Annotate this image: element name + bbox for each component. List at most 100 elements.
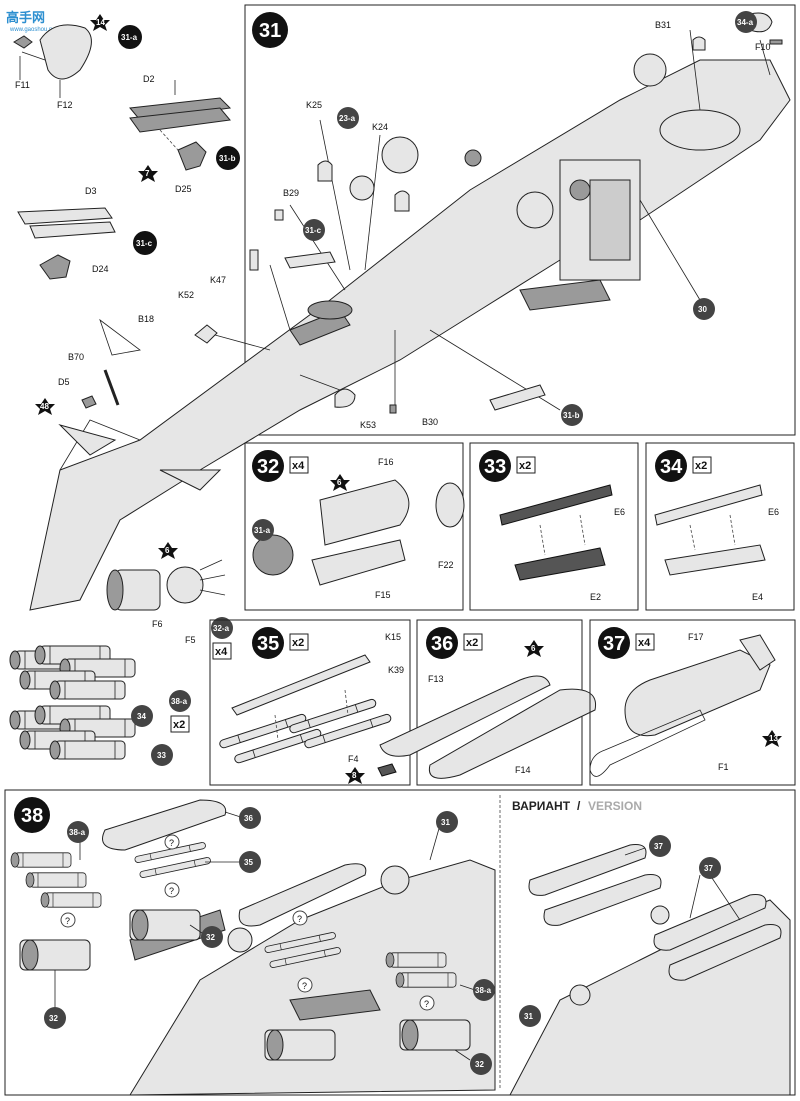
- disc-33-label: 33: [157, 751, 166, 760]
- variant-title-sep: /: [577, 799, 581, 813]
- label-F1: F1: [718, 762, 729, 772]
- label-K39: K39: [388, 665, 404, 675]
- label-K52: K52: [178, 290, 194, 300]
- step-35-multiplier: x2: [292, 637, 304, 649]
- star-6-b: 6: [165, 546, 170, 555]
- step-37-number: 37: [603, 633, 625, 655]
- label-F12: F12: [57, 100, 73, 110]
- step-35-panel: [209, 619, 411, 786]
- label-D24: D24: [92, 264, 109, 274]
- disc-31a: [118, 25, 142, 49]
- disc-31b-label: 31-b: [219, 154, 236, 163]
- step-37-parts: 13: [589, 634, 782, 777]
- label-E2: E2: [590, 592, 601, 602]
- label-K24: K24: [372, 122, 388, 132]
- label-F6: F6: [152, 619, 163, 629]
- qm-3: ?: [65, 916, 70, 926]
- step-37-panel: [589, 619, 796, 786]
- disc-37-2-label: 37: [704, 864, 713, 873]
- step-32-panel: [244, 442, 464, 611]
- sub-assembly-31b: D2 D25 7 31-b: [129, 74, 240, 194]
- label-E4: E4: [752, 592, 763, 602]
- label-F10: F10: [755, 42, 771, 52]
- step-38-number: 38: [21, 805, 43, 827]
- label-D25: D25: [175, 184, 192, 194]
- svg-text:高手网: 高手网: [6, 10, 45, 25]
- step-32-number: 32: [257, 456, 279, 478]
- step-32-multiplier: x4: [292, 460, 305, 472]
- label-E6-b: E6: [768, 507, 779, 517]
- label-D5: D5: [58, 377, 70, 387]
- label-F15: F15: [375, 590, 391, 600]
- disc-32-2-label: 32: [49, 1014, 58, 1023]
- sub-assembly-31a: F11 F12 14 31-a: [13, 14, 142, 110]
- step-37-multiplier: x4: [638, 637, 651, 649]
- label-B18: B18: [138, 314, 154, 324]
- step-33-panel: [469, 442, 639, 611]
- variant-title-en: VERSION: [588, 799, 642, 813]
- disc-34a-label: 34-a: [737, 18, 754, 27]
- step-31-panel: [244, 4, 796, 436]
- label-K53: K53: [360, 420, 376, 430]
- disc-32-3-label: 32: [475, 1060, 484, 1069]
- star-7: 7: [145, 169, 150, 178]
- disc-23a-label: 23-a: [339, 114, 356, 123]
- label-B29: B29: [283, 188, 299, 198]
- disc-30-label: 30: [698, 305, 707, 314]
- disc-32-1-label: 32: [206, 933, 215, 942]
- label-D2: D2: [143, 74, 155, 84]
- step-31-number: 31: [259, 20, 281, 42]
- disc-31c2-label: 31-c: [305, 226, 322, 235]
- disc-31a2-label: 31-a: [254, 526, 271, 535]
- disc-34-label: 34: [137, 712, 146, 721]
- step-35-number: 35: [257, 633, 279, 655]
- label-K25: K25: [306, 100, 322, 110]
- disc-38a-label: 38-a: [171, 697, 188, 706]
- leader-lines-31: [214, 29, 771, 411]
- label-F17: F17: [688, 632, 704, 642]
- star-6-c: 6: [531, 644, 536, 653]
- disc-36-label: 36: [244, 814, 253, 823]
- disc-38a-1-label: 38-a: [69, 828, 86, 837]
- label-B30: B30: [422, 417, 438, 427]
- qm-6: ?: [424, 999, 429, 1009]
- helicopter-fuselage: [29, 53, 791, 611]
- rocket-cluster-33: [9, 705, 136, 760]
- rocket-cluster-34: [9, 645, 136, 700]
- step-35-parts: [218, 654, 393, 765]
- variant-title-ru: ВАРИАНТ: [512, 799, 571, 813]
- disc-35-label: 35: [244, 858, 253, 867]
- step-36-parts: 6: [379, 640, 597, 779]
- label-F11: F11: [15, 80, 30, 90]
- qm-5: ?: [302, 981, 307, 991]
- question-markers: ? ? ? ? ? ?: [60, 834, 435, 1011]
- label-F22: F22: [438, 560, 454, 570]
- disc-31-2-label: 31: [524, 1012, 533, 1021]
- star-13: 13: [769, 734, 778, 743]
- m32a-multiplier: x4: [215, 646, 228, 658]
- label-D3: D3: [85, 186, 97, 196]
- svg-text:www.gaoshou.net: www.gaoshou.net: [9, 27, 58, 33]
- star-8: 8: [352, 771, 357, 780]
- disc-38a-2-label: 38-a: [475, 986, 492, 995]
- step-34-panel: [645, 442, 795, 611]
- label-F4: F4: [348, 754, 359, 764]
- step-36-number: 36: [431, 633, 453, 655]
- qm-4: ?: [297, 914, 302, 924]
- step-33-number: 33: [484, 456, 506, 478]
- label-F5: F5: [185, 635, 196, 645]
- step-38-panel: [4, 789, 796, 1096]
- m38a-multiplier: x2: [173, 719, 185, 731]
- star-14: 14: [96, 18, 105, 27]
- step-34-multiplier: x2: [695, 460, 707, 472]
- label-E6-a: E6: [614, 507, 625, 517]
- label-F16: F16: [378, 457, 394, 467]
- step-36-multiplier: x2: [466, 637, 478, 649]
- helicopter-variant: [509, 844, 791, 1096]
- step-32-parts: 6: [252, 474, 465, 586]
- label-B70: B70: [68, 352, 84, 362]
- step-33-multiplier: x2: [519, 460, 531, 472]
- watermark-logo: 高手网 www.gaoshou.net: [6, 10, 58, 33]
- disc-31-1-label: 31: [441, 818, 450, 827]
